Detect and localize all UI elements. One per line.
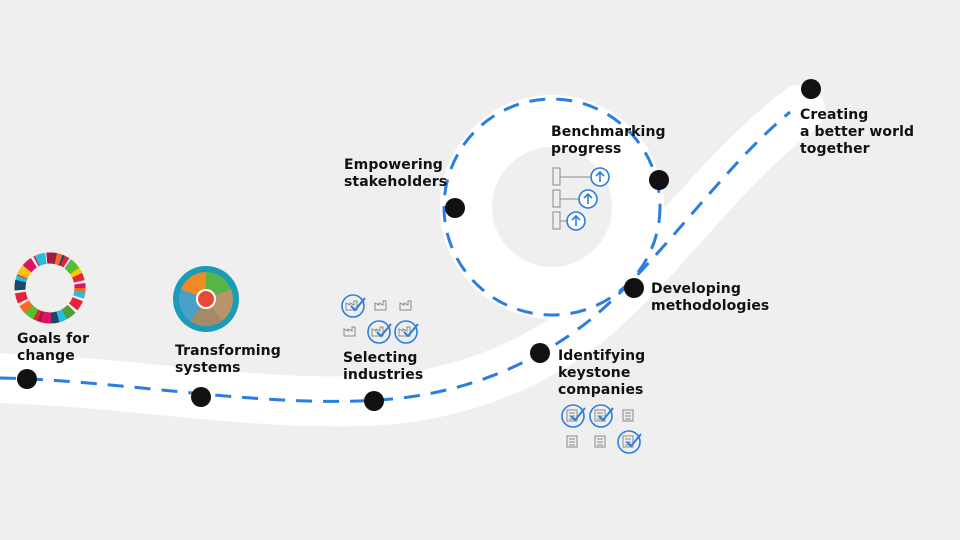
building-icon [622,409,634,422]
node-identifying [530,343,550,363]
node-empowering [445,198,465,218]
factory-check-icon [367,320,392,344]
systems-wheel-icon [173,266,239,332]
label-benchmarking-progress: Benchmarking progress [551,124,666,157]
building-check-icon [617,430,642,454]
label-selecting-industries: Selecting industries [343,350,424,383]
factory-check-icon [394,320,419,344]
factory-icon [399,300,412,311]
label-creating-a-better-world-together: Creating a better world together [800,107,915,157]
dash-path [0,110,791,403]
factory-icon [343,326,356,337]
node-transforming [191,387,211,407]
progress-arrow-icon [552,211,586,231]
node-selecting [364,391,384,411]
factory-check-icon [341,294,366,318]
building-check-icons [561,404,642,454]
node-creating [801,79,821,99]
label-goals-for-change: Goals for change [17,331,90,364]
node-developing [624,278,644,298]
progress-arrow-icon [552,167,610,187]
node-benchmarking [649,170,669,190]
label-developing-methodologies: Developing methodologies [651,281,770,314]
progress-arrow-icon [552,189,598,209]
progress-arrow-icons [552,167,610,231]
node-goals [17,369,37,389]
label-transforming-systems: Transforming systems [175,343,281,376]
building-check-icon [561,404,586,428]
factory-icon [374,300,387,311]
road-loop [440,95,664,319]
building-icon [594,435,606,448]
dash-loop [442,97,662,317]
label-identifying-keystone-companies: Identifying keystone companies [558,348,646,398]
label-empowering-stakeholders: Empowering stakeholders [344,157,448,190]
building-icon [566,435,578,448]
factory-check-icons [341,294,419,344]
building-check-icon [589,404,614,428]
sdg-color-wheel-icon [14,252,86,324]
